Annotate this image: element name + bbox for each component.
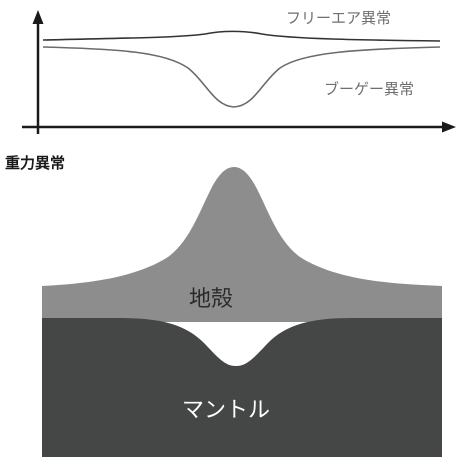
cross-section: 地殻 マントル	[42, 167, 442, 457]
mantle-label: マントル	[182, 398, 270, 423]
crust-label: 地殻	[189, 287, 233, 312]
anomaly-graph: フリーエア異常 ブーゲー異常 重力異常	[5, 9, 456, 172]
bouguer-curve	[42, 46, 441, 108]
vertical-axis-arrow	[32, 10, 44, 24]
gravity-anomaly-axis-label: 重力異常	[5, 154, 65, 172]
crust-region	[42, 167, 442, 322]
bouguer-label: ブーゲー異常	[324, 80, 414, 98]
free-air-label: フリーエア異常	[286, 9, 391, 27]
free-air-curve	[42, 30, 441, 42]
horizontal-axis-arrow	[442, 121, 456, 133]
mantle-region	[42, 318, 442, 457]
